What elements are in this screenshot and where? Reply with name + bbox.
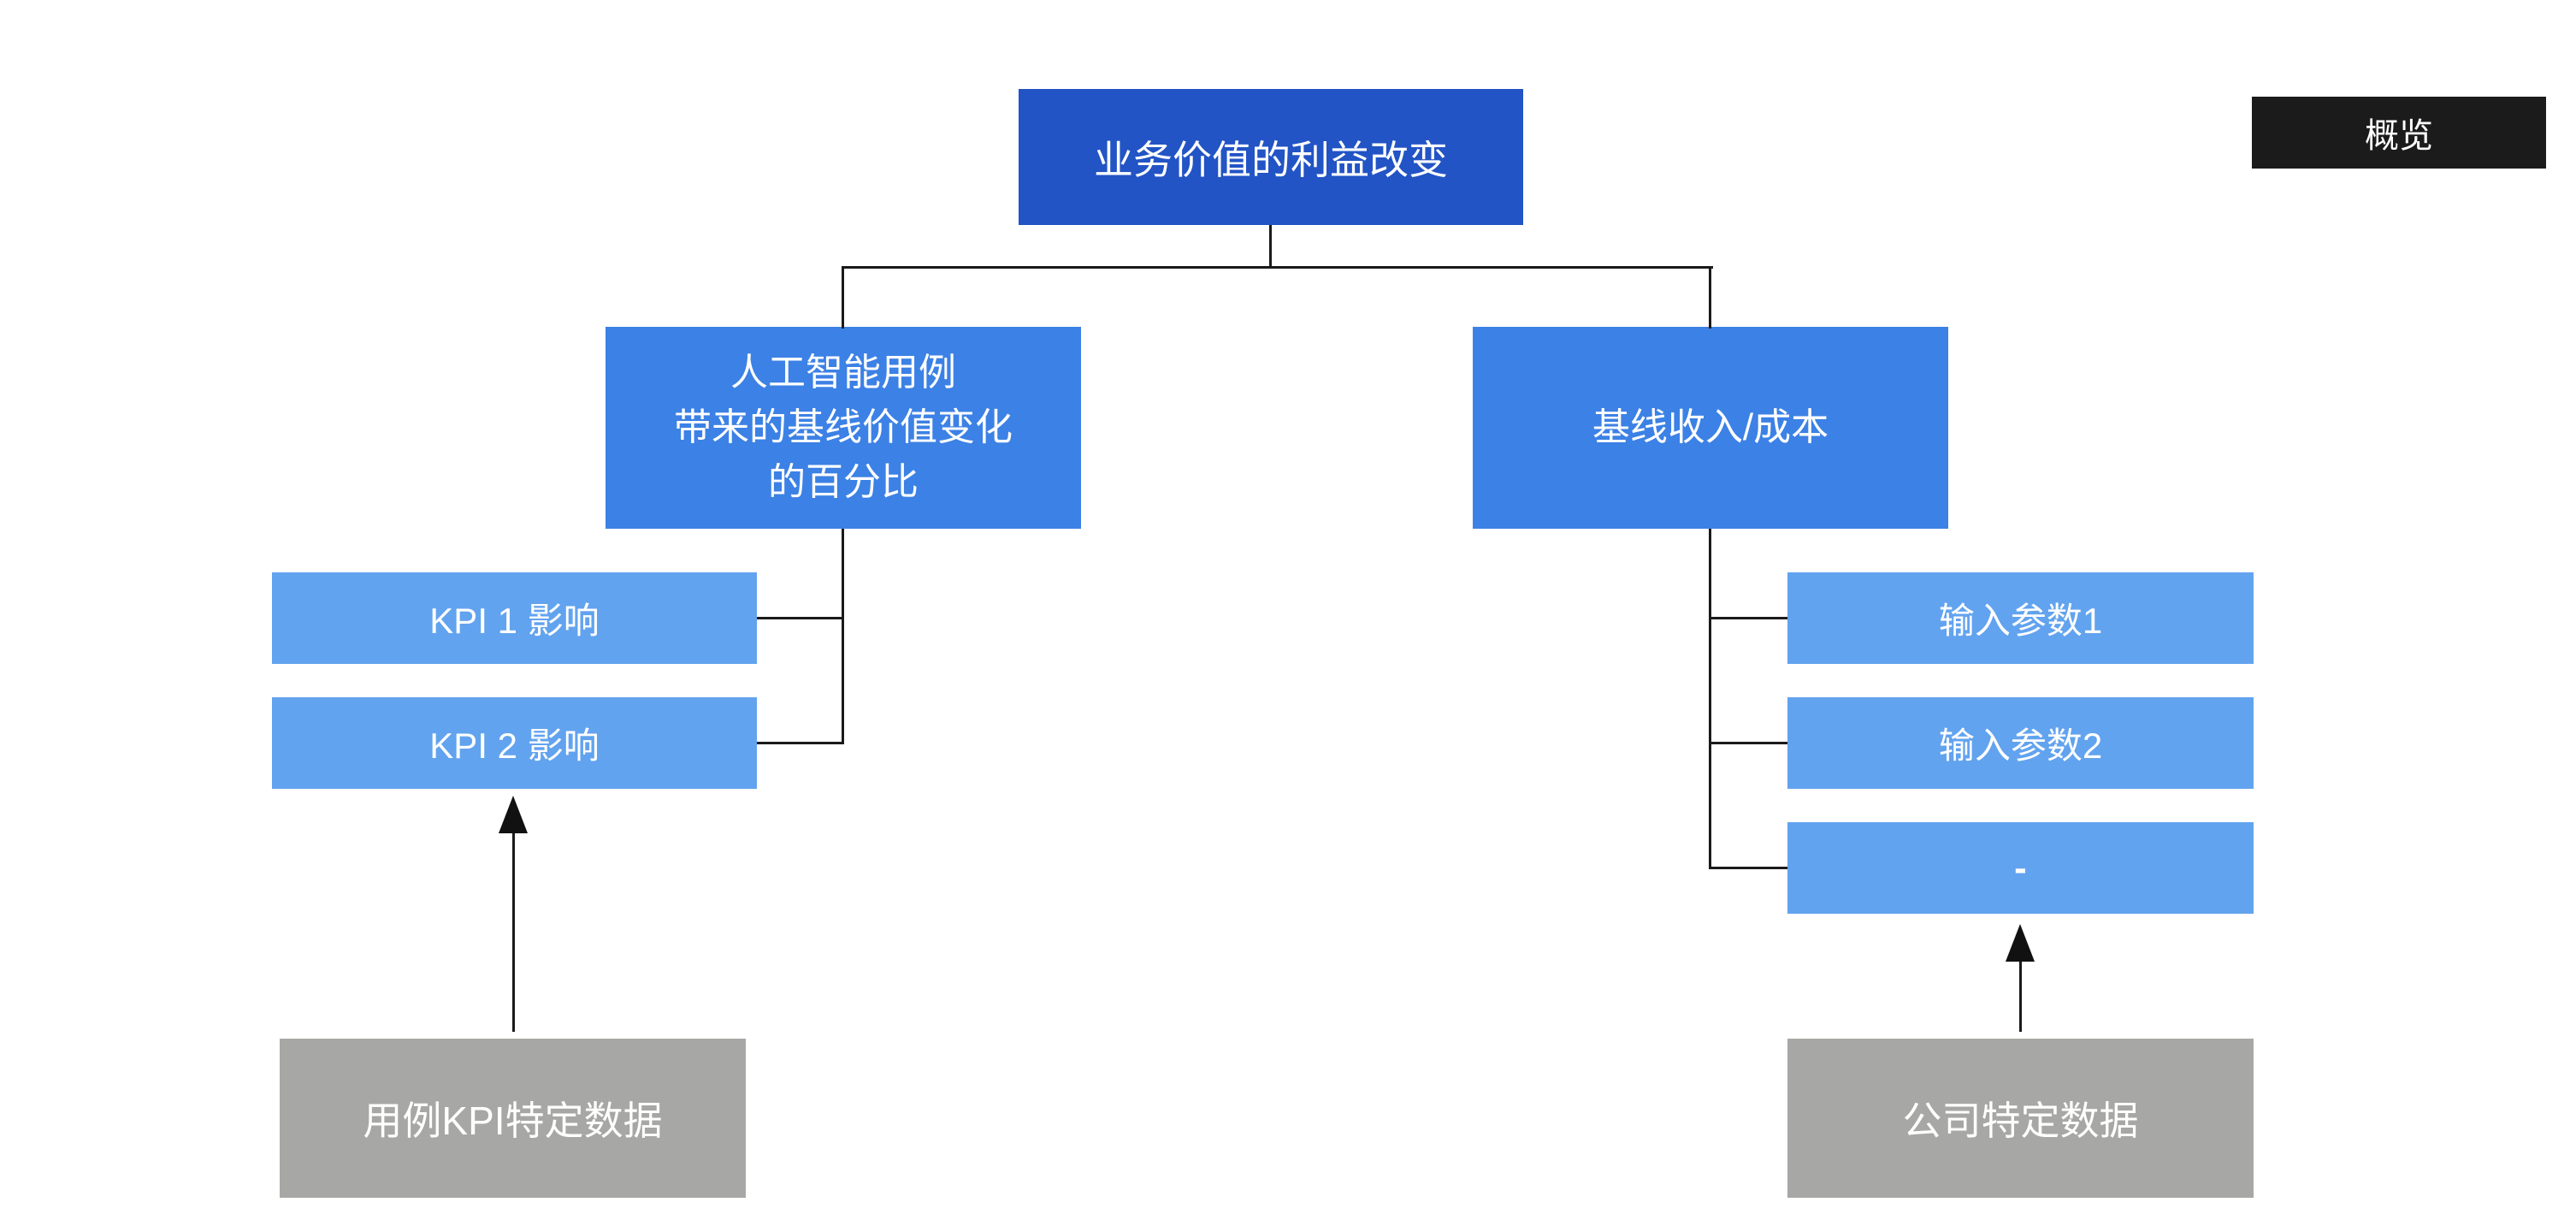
node-input-param-1: 输入参数1 xyxy=(1787,572,2254,664)
node-placeholder-dash-label: - xyxy=(2014,846,2027,889)
connector-root-stem xyxy=(1269,225,1272,268)
connector-stub-kpi2 xyxy=(757,742,843,744)
node-input-param-1-label: 输入参数1 xyxy=(1938,601,2103,641)
connector-stub-input1 xyxy=(1711,617,1787,619)
node-kpi2-impact: KPI 2 影响 xyxy=(272,697,757,789)
node-root-label: 业务价值的利益改变 xyxy=(1094,137,1448,182)
node-ai-usecase-percentage-label: 人工智能用例 带来的基线价值变化 的百分比 xyxy=(674,346,1013,510)
node-company-data-label: 公司特定数据 xyxy=(1902,1099,2139,1143)
node-usecase-kpi-data: 用例KPI特定数据 xyxy=(280,1039,746,1198)
connector-drop-left xyxy=(842,266,844,329)
connector-drop-right xyxy=(1709,266,1711,329)
node-usecase-kpi-data-label: 用例KPI特定数据 xyxy=(363,1099,663,1143)
node-company-data: 公司特定数据 xyxy=(1787,1039,2254,1198)
overview-tag-label: 概览 xyxy=(2365,117,2433,155)
node-baseline-revenue-cost-label: 基线收入/成本 xyxy=(1592,406,1829,448)
right-arrow-line xyxy=(2019,958,2022,1032)
node-input-param-2: 输入参数2 xyxy=(1787,697,2254,789)
label-line-1: 人工智能用例 xyxy=(730,352,956,394)
node-root: 业务价值的利益改变 xyxy=(1019,89,1523,225)
connector-stub-dash xyxy=(1709,867,1787,869)
connector-horizontal-bus xyxy=(842,266,1713,269)
up-arrow-icon xyxy=(2006,924,2035,962)
connector-trunk-right xyxy=(1709,529,1711,869)
label-line-3: 的百分比 xyxy=(768,461,919,503)
node-ai-usecase-percentage: 人工智能用例 带来的基线价值变化 的百分比 xyxy=(606,327,1081,529)
node-input-param-2-label: 输入参数2 xyxy=(1938,726,2103,766)
up-arrow-icon xyxy=(499,796,528,833)
connector-trunk-left xyxy=(842,529,844,744)
label-line-2: 带来的基线价值变化 xyxy=(674,406,1013,448)
node-kpi1-impact: KPI 1 影响 xyxy=(272,572,757,664)
left-arrow-line xyxy=(512,832,515,1032)
node-placeholder-dash: - xyxy=(1787,822,2254,914)
connector-stub-kpi1 xyxy=(757,617,843,619)
connector-stub-input2 xyxy=(1711,742,1787,744)
overview-tag: 概览 xyxy=(2252,97,2546,169)
node-baseline-revenue-cost: 基线收入/成本 xyxy=(1473,327,1948,529)
node-kpi2-impact-label: KPI 2 影响 xyxy=(429,726,600,766)
node-kpi1-impact-label: KPI 1 影响 xyxy=(429,601,600,641)
